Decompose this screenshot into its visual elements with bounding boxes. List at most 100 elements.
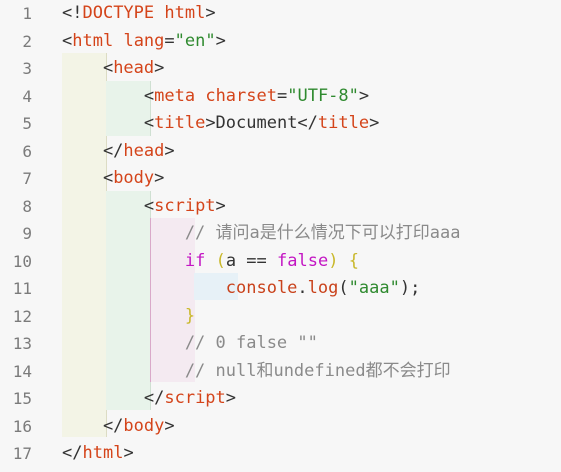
code-token (62, 251, 185, 271)
code-token: ( (215, 250, 226, 271)
code-line[interactable]: 14 // null和undefined都不会打印 (0, 358, 561, 386)
code-token: < (62, 30, 73, 51)
code-token: log (307, 278, 339, 298)
code-text[interactable]: <title>Document</title> (62, 110, 379, 138)
code-token: html (164, 3, 206, 23)
code-line[interactable]: 12 } (0, 303, 561, 331)
code-line[interactable]: 5 <title>Document</title> (0, 110, 561, 138)
code-token: < (62, 113, 155, 133)
code-token: > (215, 195, 226, 216)
code-token: >Document</ (205, 113, 318, 133)
line-number: 13 (12, 334, 32, 353)
code-token: </ (62, 443, 83, 463)
code-line[interactable]: 15 </script> (0, 385, 561, 413)
code-token: } (184, 305, 196, 326)
code-token: "aaa" (348, 278, 400, 298)
code-line[interactable]: 7 <body> (0, 165, 561, 193)
code-text[interactable]: </html> (62, 440, 134, 468)
line-number: 6 (22, 141, 32, 161)
line-number: 8 (22, 196, 32, 216)
code-token (338, 251, 348, 271)
code-text[interactable]: </body> (62, 413, 175, 441)
code-text[interactable]: <meta charset="UTF-8"> (62, 83, 369, 111)
code-token: </ (62, 388, 165, 408)
code-token: > (154, 168, 165, 188)
code-text[interactable]: <html lang="en"> (62, 28, 226, 56)
code-token: title (154, 113, 206, 133)
code-line[interactable]: 1<!DOCTYPE html> (0, 0, 561, 28)
line-number: 3 (22, 59, 32, 78)
code-token (62, 306, 185, 326)
code-token: meta (154, 85, 196, 106)
line-number: 4 (22, 86, 32, 106)
code-token: head (123, 140, 165, 161)
code-token: ) (328, 250, 339, 271)
code-line[interactable]: 11 console.log("aaa"); (0, 275, 561, 303)
code-text[interactable]: // 请问a是什么情况下可以打印aaa (62, 220, 461, 248)
code-token (205, 251, 215, 271)
code-line[interactable]: 10 if (a == false) { (0, 248, 561, 276)
code-text[interactable]: </head> (62, 138, 175, 166)
line-number: 15 (12, 389, 32, 408)
code-text[interactable]: console.log("aaa"); (62, 275, 421, 303)
code-line[interactable]: 3 <head> (0, 55, 561, 83)
code-token: <! (62, 3, 83, 23)
code-text[interactable]: <body> (62, 165, 164, 193)
line-number: 16 (12, 416, 32, 436)
indent-guide-if-block (194, 273, 238, 300)
code-token: "UTF-8" (287, 85, 359, 106)
indent-guide-script (150, 218, 195, 382)
line-number: 5 (22, 114, 32, 133)
code-token: = (276, 85, 288, 106)
code-text[interactable]: </script> (62, 385, 236, 413)
line-number: 10 (12, 251, 32, 271)
code-text[interactable]: } (62, 303, 195, 331)
line-number: 14 (12, 361, 32, 381)
code-token (113, 31, 123, 51)
code-text[interactable]: <script> (62, 193, 226, 221)
code-token: head (113, 58, 155, 78)
code-token: charset (205, 85, 277, 106)
code-text[interactable]: <head> (62, 55, 164, 83)
code-token (154, 3, 164, 23)
code-line[interactable]: 8 <script> (0, 193, 561, 221)
code-token: > (215, 30, 226, 51)
code-token: > (123, 443, 134, 463)
code-line[interactable]: 9 // 请问a是什么情况下可以打印aaa (0, 220, 561, 248)
code-token: "en" (174, 30, 216, 51)
code-text[interactable]: // null和undefined都不会打印 (62, 358, 451, 386)
code-token: DOCTYPE (82, 3, 155, 23)
code-token: </ (62, 415, 124, 436)
code-line[interactable]: 2 <html lang="en"> (0, 28, 561, 56)
code-token: body (123, 415, 165, 436)
line-number: 2 (22, 31, 32, 51)
code-line[interactable]: 16 </body> (0, 413, 561, 441)
code-token: body (113, 168, 155, 188)
code-text[interactable]: <!DOCTYPE html> (62, 0, 216, 28)
line-number: 17 (12, 444, 32, 463)
code-line[interactable]: 13 // 0 false "" (0, 330, 561, 358)
code-token: < (62, 85, 155, 106)
code-text[interactable]: // 0 false "" (62, 330, 318, 358)
code-token: html (72, 30, 114, 51)
code-token: > (164, 140, 175, 161)
code-token: > (154, 58, 165, 78)
code-token (195, 86, 205, 106)
code-token: </ (62, 140, 124, 161)
code-token: { (348, 250, 359, 271)
code-token: lang (123, 30, 165, 51)
line-number: 11 (12, 279, 32, 298)
code-text[interactable]: if (a == false) { (62, 248, 359, 276)
code-line[interactable]: 17 </html> (0, 440, 561, 468)
code-token: > (164, 415, 175, 436)
code-token: script (154, 195, 216, 216)
code-token: < (62, 168, 114, 188)
line-number: 12 (12, 306, 32, 326)
code-token: // 0 false "" (62, 333, 318, 353)
code-line[interactable]: 4 <meta charset="UTF-8"> (0, 83, 561, 111)
code-token: < (62, 58, 114, 78)
code-token: ( (338, 278, 349, 298)
code-line[interactable]: 6 </head> (0, 138, 561, 166)
code-token: > (358, 85, 370, 106)
